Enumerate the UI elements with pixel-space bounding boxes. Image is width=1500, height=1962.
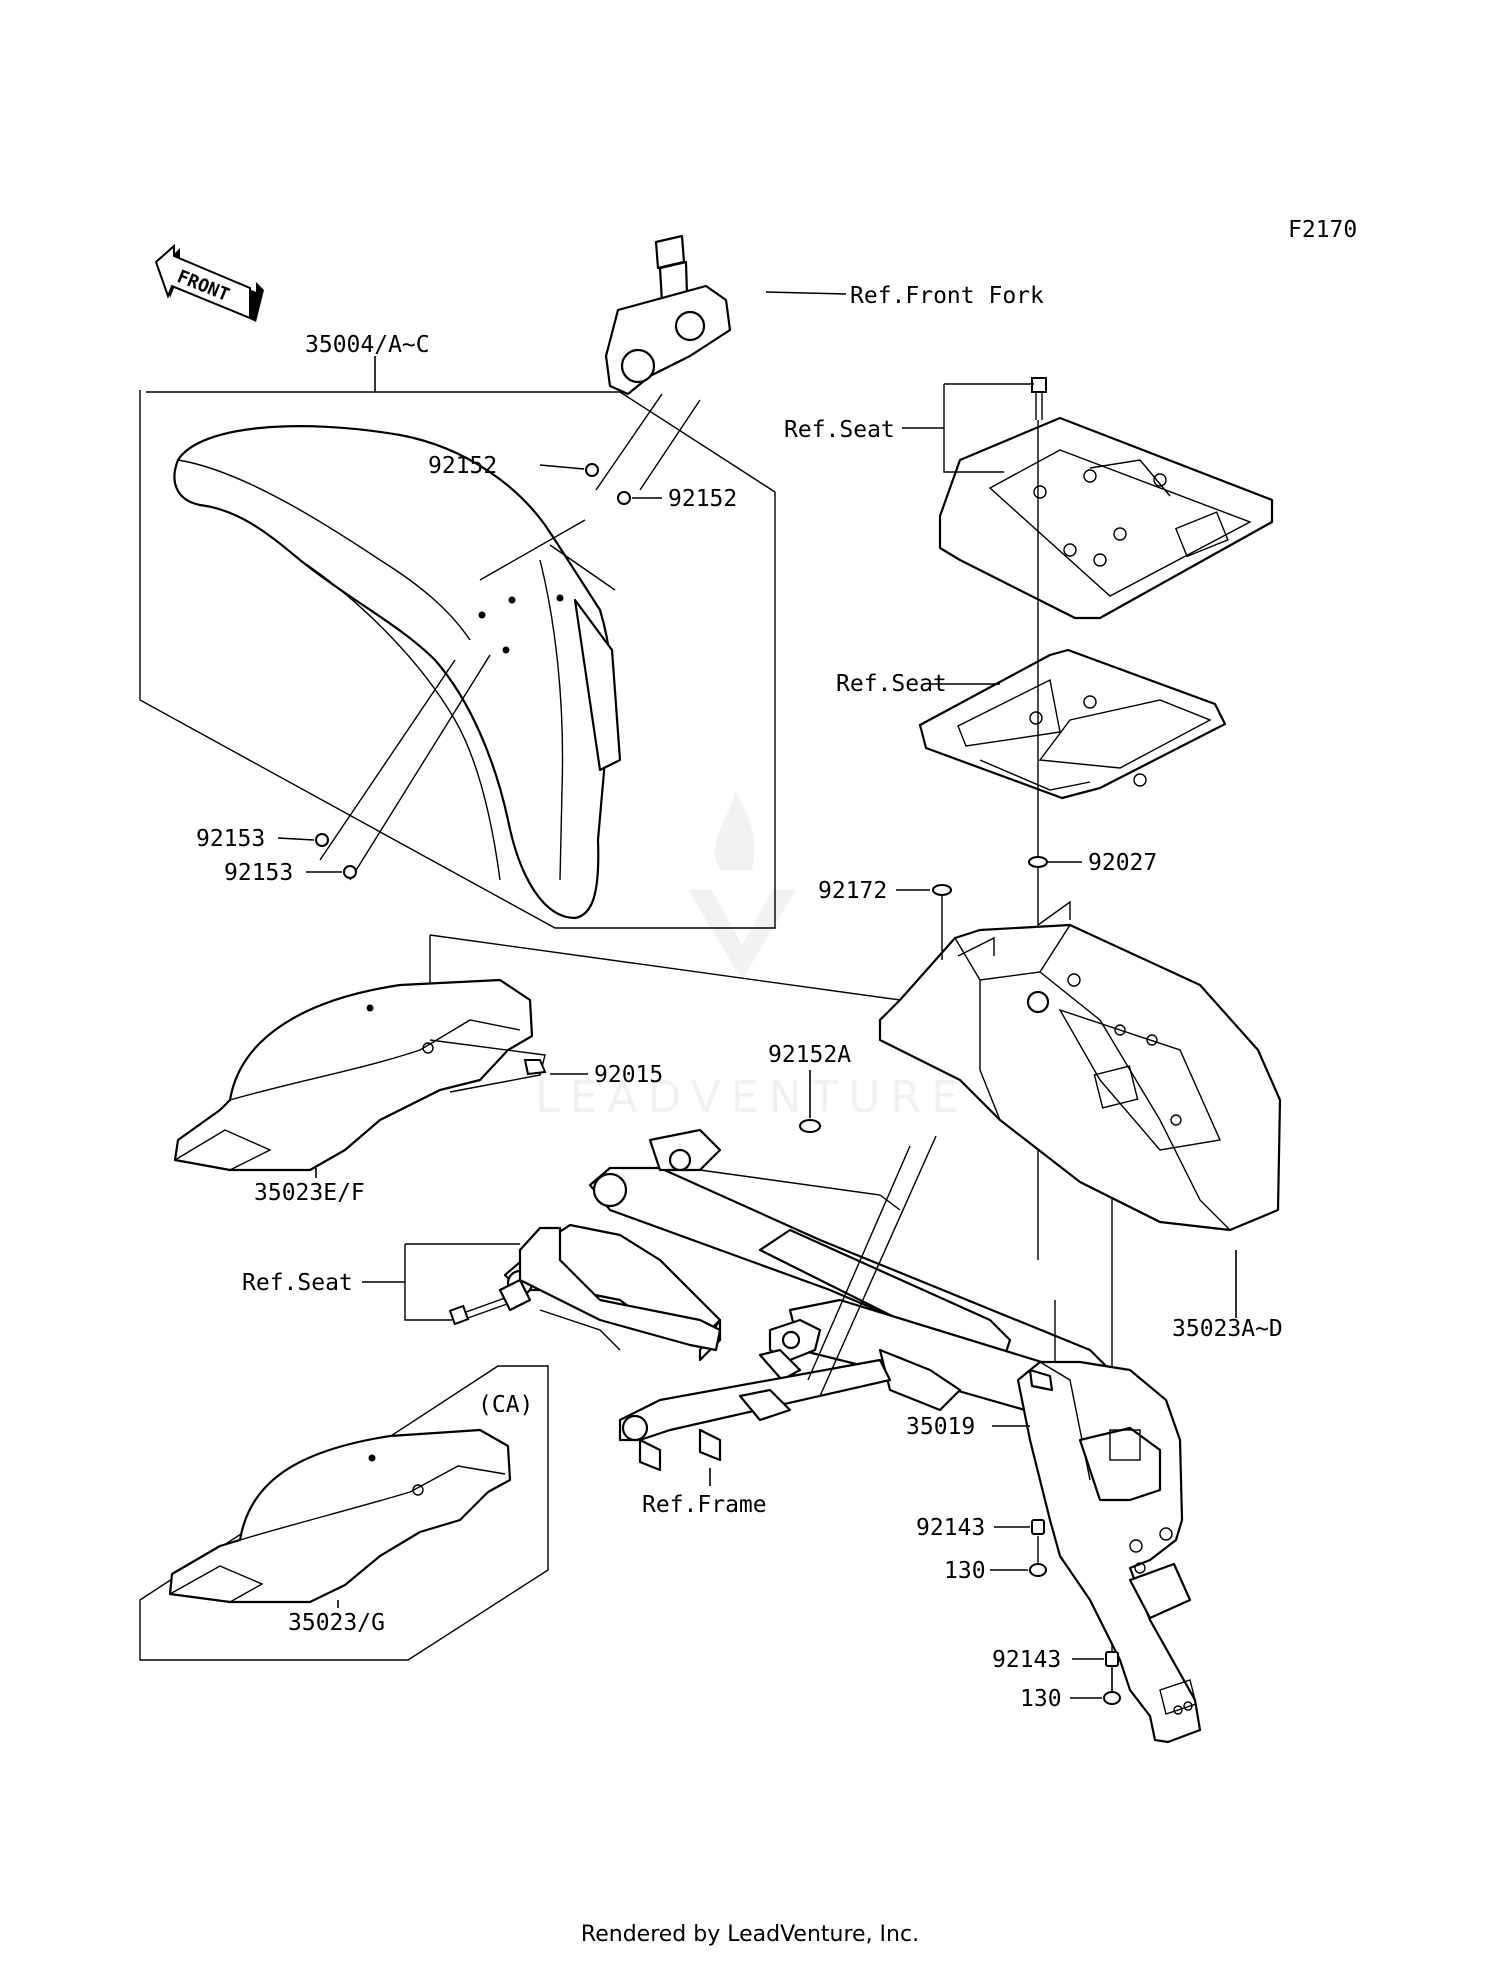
bolt-92153-b-icon [343,865,357,879]
footer-credit: Rendered by LeadVenture, Inc. [580,1922,920,1947]
bolt-92152-b-icon [617,491,631,505]
label-92152a: 92152A [768,1042,851,1068]
label-92027: 92027 [1088,850,1157,876]
seat-bolt-bottom-icon [448,1297,508,1326]
seat-bracket-upper [938,416,1274,620]
seat-bracket-lower [918,648,1227,800]
seat-bolt-top-icon [1031,377,1047,420]
label-rear-fender-g: 35023/G [288,1610,385,1636]
ca-variant-box [139,1365,549,1661]
front-fender-bracket [139,390,776,929]
label-92152-a: 92152 [428,453,497,479]
bolt-92172-icon [932,884,952,960]
label-92153-a: 92153 [196,826,265,852]
rear-flap [1016,1360,1202,1744]
label-ref-seat-bottom: Ref.Seat [242,1270,353,1296]
bolt-92152-a-icon [585,463,599,477]
washer-92027-icon [1028,856,1048,868]
label-front-fender-part: 35004/A~C [305,332,430,358]
label-92172: 92172 [818,878,887,904]
bolt-130-b-icon [1103,1668,1121,1705]
rear-frame [503,1128,1112,1472]
label-130-a: 130 [944,1558,986,1584]
diagram-code: F2170 [1288,217,1357,243]
label-130-b: 130 [1020,1686,1062,1712]
collar-92143-b-icon [1105,1651,1119,1667]
front-fender [173,425,614,920]
label-ref-seat-mid: Ref.Seat [836,671,947,697]
clip-92015-icon [523,1059,547,1076]
rear-fender-g [168,1428,512,1604]
label-35019: 35019 [906,1414,975,1440]
rear-fender-link-line [429,934,901,1001]
label-92143-b: 92143 [992,1647,1061,1673]
bolt-130-a-icon [1029,1536,1047,1577]
seat-hinge-bracket [498,1226,722,1352]
bolt-92153-a-icon [315,833,329,847]
label-rear-fender-ad: 35023A~D [1172,1316,1283,1342]
collar-92143-a-icon [1031,1519,1045,1535]
washer-92152a-icon [799,1119,821,1133]
label-92153-b: 92153 [224,860,293,886]
front-fork-stem [595,234,732,491]
watermark-logo [688,790,796,980]
label-rear-fender-ef: 35023E/F [254,1180,365,1206]
front-fender-group [139,234,776,929]
label-ref-frame: Ref.Frame [642,1492,767,1518]
label-92152-b: 92152 [668,486,737,512]
label-ref-front-fork: Ref.Front Fork [850,283,1044,309]
label-ref-seat-top: Ref.Seat [784,417,895,443]
watermark-text: LEADVENTURE [535,1072,969,1123]
rear-fender-ef [173,978,534,1172]
label-92143-a: 92143 [916,1515,985,1541]
rear-fender-main [878,923,1282,1232]
label-92015: 92015 [594,1062,663,1088]
front-arrow-icon: FRONT [154,243,264,322]
label-region-ca: (CA) [478,1392,533,1418]
